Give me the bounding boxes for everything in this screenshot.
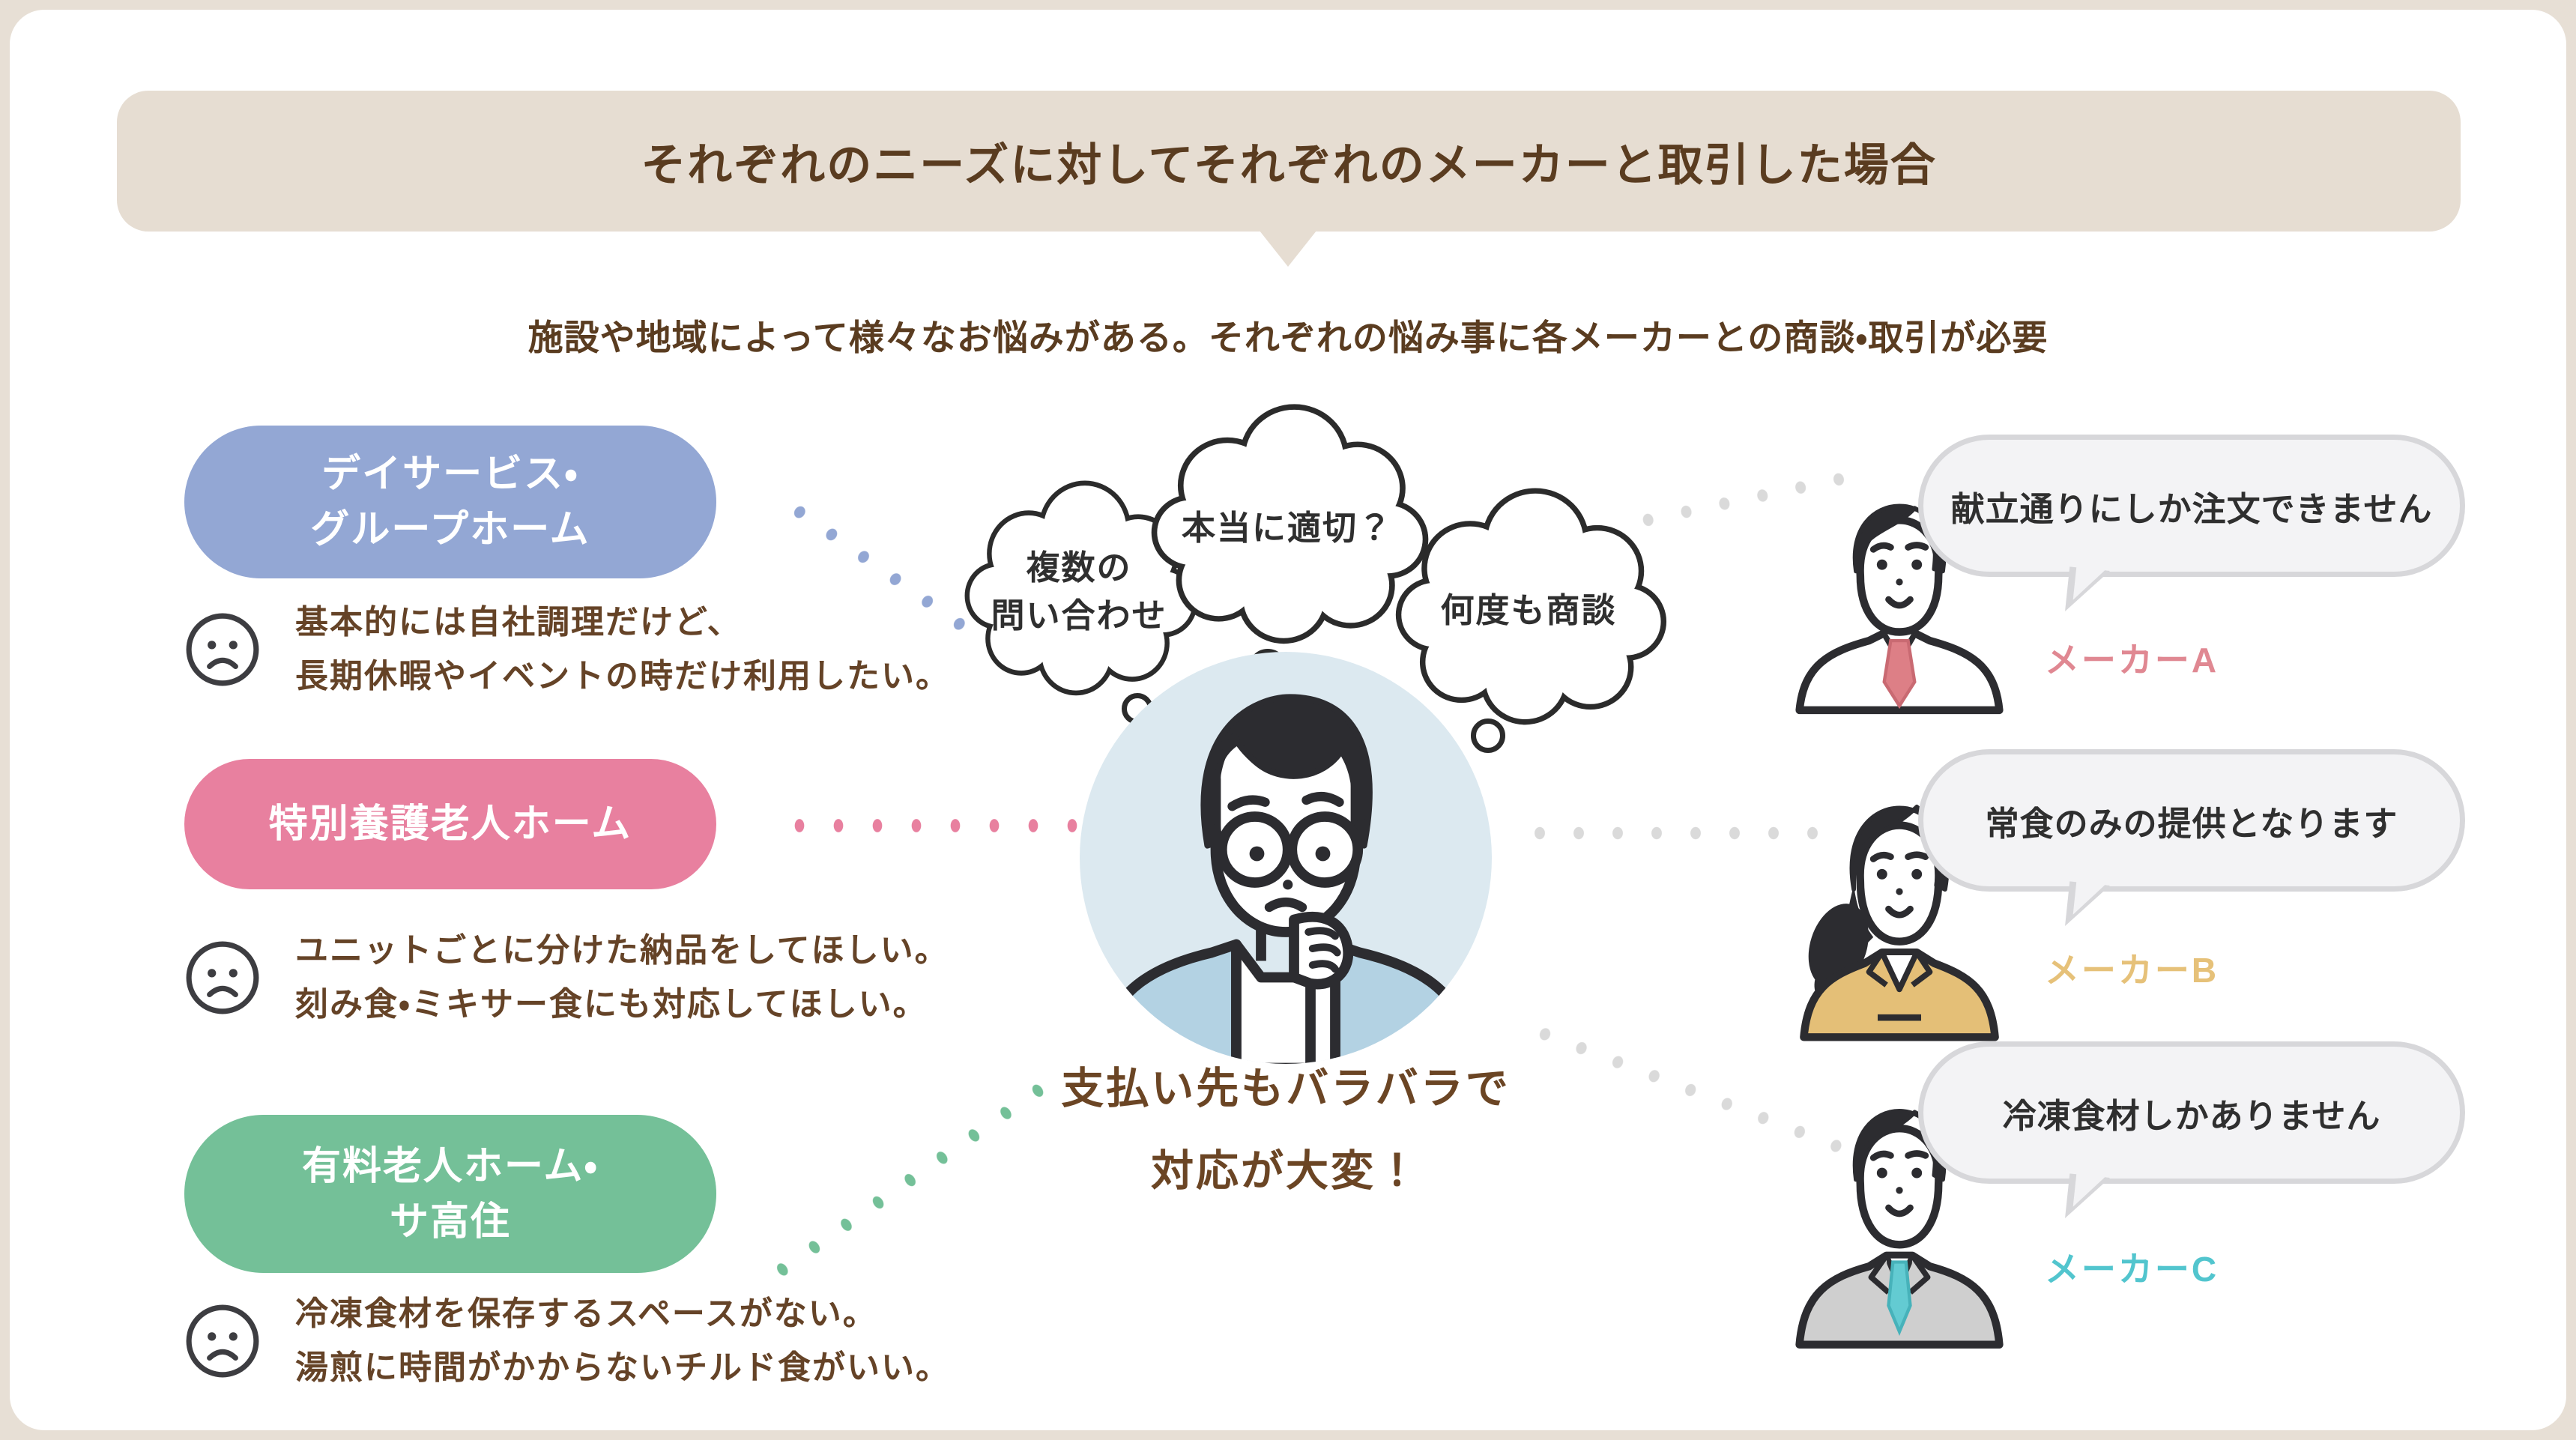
page-title: それぞれのニーズに対してそれぞれのメーカーと取引した場合 bbox=[641, 139, 1937, 190]
sad-face-icon bbox=[186, 941, 259, 1014]
complaint-row: ユニットごとに分けた納品をしてほしい。 刻み食・ミキサー食にも対応してほしい。 bbox=[184, 924, 949, 1032]
complaint-line: 刻み食・ミキサー食にも対応してほしい。 bbox=[295, 986, 928, 1023]
complaint-line: 基本的には自社調理だけど、 bbox=[295, 604, 742, 641]
facility-pill-nursing-home: 特別養護老人ホーム bbox=[184, 759, 716, 889]
thought-cloud-text: 複数の 問い合わせ bbox=[991, 548, 1167, 635]
connector-gray-dotted-line-b bbox=[1529, 822, 1828, 844]
speech-text: 常食のみの提供となります bbox=[1985, 804, 2398, 843]
thought-cloud-multiple-inquiries: 複数の 問い合わせ bbox=[968, 481, 1190, 703]
maker-c-salesman-illustration bbox=[1791, 1049, 2008, 1349]
header-banner: それぞれのニーズに対してそれぞれのメーカーと取引した場合 bbox=[117, 91, 2461, 232]
facility-pill-paid-home: 有料老人ホーム・ サ高住 bbox=[184, 1115, 716, 1273]
thought-cloud-really-appropriate: 本当に適切？ bbox=[1155, 405, 1419, 652]
center-caption: 支払い先もバラバラで 対応が大変！ bbox=[949, 1047, 1623, 1212]
thought-cloud-text: 本当に適切？ bbox=[1181, 509, 1393, 547]
sad-face-icon bbox=[186, 613, 259, 686]
thought-cloud-repeated-meetings: 何度も商談 bbox=[1400, 488, 1657, 733]
complaint-text: 基本的には自社調理だけど、 長期休暇やイベントの時だけ利用したい。 bbox=[295, 596, 950, 704]
speech-text: 献立通りにしか注文できません bbox=[1950, 489, 2433, 528]
caption-line: 支払い先もバラバラで bbox=[1061, 1065, 1511, 1113]
complaint-row: 冷凍食材を保存するスペースがない。 湯煎に時間がかからないチルド食がいい。 bbox=[184, 1287, 950, 1395]
maker-a-label: メーカーA bbox=[2044, 641, 2219, 680]
facility-label-line: 特別養護老人ホーム bbox=[268, 802, 632, 846]
complaint-text: 冷凍食材を保存するスペースがない。 湯煎に時間がかからないチルド食がいい。 bbox=[295, 1287, 950, 1395]
complaint-line: 長期休暇やイベントの時だけ利用したい。 bbox=[295, 658, 950, 695]
facility-label-line: グループホーム bbox=[310, 508, 590, 551]
sad-face-icon bbox=[186, 1304, 259, 1378]
connector-pink-dotted-line bbox=[788, 814, 1084, 837]
caption-line: 対応が大変！ bbox=[1151, 1147, 1421, 1195]
complaint-line: 冷凍食材を保存するスペースがない。 bbox=[295, 1295, 877, 1332]
speech-text: 冷凍食材しかありません bbox=[2002, 1096, 2381, 1135]
maker-c-speech-bubble: 冷凍食材しかありません bbox=[1918, 1041, 2465, 1184]
facility-label-line: 有料老人ホーム・ bbox=[301, 1144, 599, 1188]
facility-pill-day-service: デイサービス・ グループホーム bbox=[184, 426, 716, 578]
complaint-text: ユニットごとに分けた納品をしてほしい。 刻み食・ミキサー食にも対応してほしい。 bbox=[295, 924, 949, 1032]
thought-cloud-text: 何度も商談 bbox=[1440, 591, 1617, 629]
facility-label-line: サ高住 bbox=[389, 1200, 511, 1244]
complaint-line: ユニットごとに分けた納品をしてほしい。 bbox=[295, 932, 949, 969]
maker-b-label: メーカーB bbox=[2044, 951, 2219, 990]
maker-b-saleswoman-illustration bbox=[1791, 745, 2008, 1041]
complaint-row: 基本的には自社調理だけど、 長期休暇やイベントの時だけ利用したい。 bbox=[184, 596, 950, 704]
subtitle: 施設や地域によって様々なお悩みがある。それぞれの悩み事に各メーカーとの商談・取引… bbox=[527, 318, 2049, 357]
facility-label-line: デイサービス・ bbox=[321, 453, 579, 496]
maker-c-label: メーカーC bbox=[2044, 1250, 2219, 1289]
complaint-line: 湯煎に時間がかからないチルド食がいい。 bbox=[295, 1349, 950, 1386]
thought-trail-bubble bbox=[1471, 719, 1505, 753]
maker-a-speech-bubble: 献立通りにしか注文できません bbox=[1918, 435, 2465, 577]
worried-buyer-illustration bbox=[1080, 652, 1492, 1064]
maker-b-speech-bubble: 常食のみの提供となります bbox=[1918, 749, 2465, 892]
banner-pointer-triangle bbox=[1260, 231, 1316, 267]
